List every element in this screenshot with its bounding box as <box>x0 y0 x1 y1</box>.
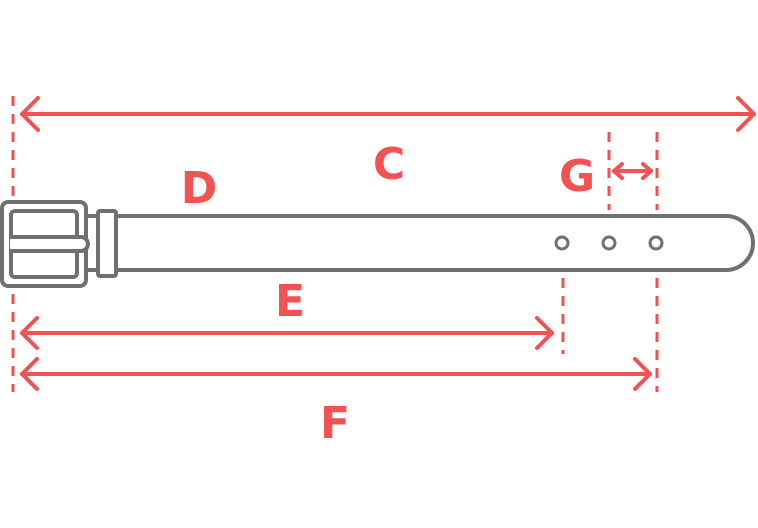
label-d: D <box>181 163 218 214</box>
label-e: E <box>275 276 305 327</box>
belt-loop <box>96 209 118 278</box>
label-g: G <box>559 151 595 202</box>
arrow-c <box>20 96 756 132</box>
arrow-f <box>20 357 652 391</box>
dimension-labels: C D E F G <box>181 139 595 449</box>
measurement-arrows <box>20 96 756 391</box>
belt-strap <box>84 214 755 272</box>
belt <box>0 200 755 288</box>
belt-buckle <box>0 200 90 288</box>
arrow-g <box>612 162 653 180</box>
belt-hole <box>554 235 570 251</box>
label-c: C <box>373 139 405 190</box>
label-f: F <box>320 398 350 449</box>
belt-hole <box>601 235 617 251</box>
arrow-e <box>20 316 554 350</box>
belt-holes <box>554 235 664 251</box>
belt-hole <box>648 235 664 251</box>
